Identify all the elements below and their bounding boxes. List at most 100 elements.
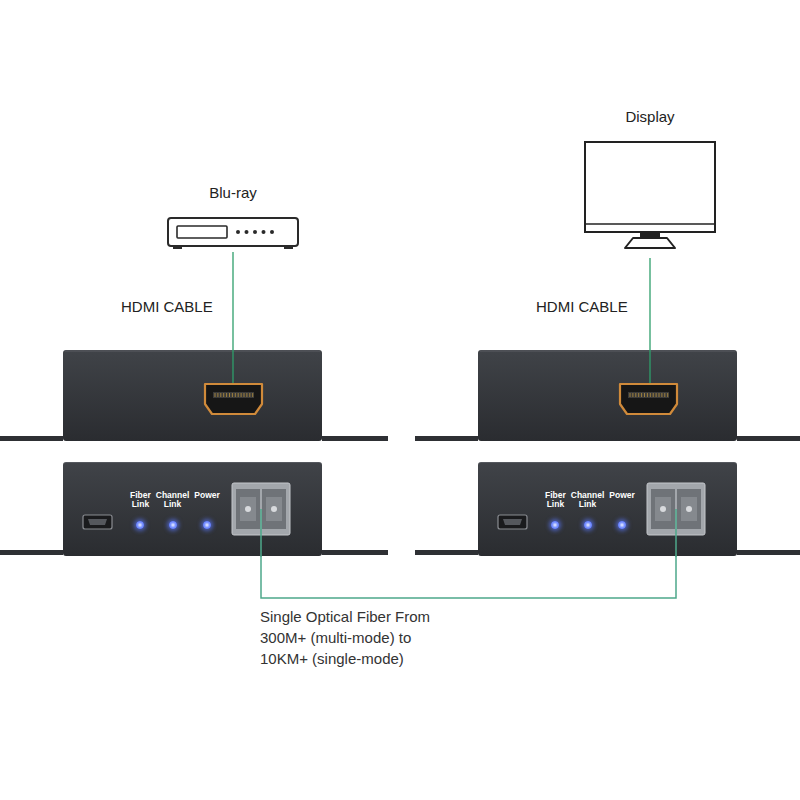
button-dot	[270, 230, 274, 234]
sc-ferrule-housing	[240, 497, 256, 521]
hdmi-pin	[661, 393, 662, 397]
hdmi-pin	[252, 393, 253, 397]
indicator-led	[618, 521, 626, 529]
micro-usb-tongue	[88, 519, 107, 525]
mounting-flange	[0, 550, 63, 555]
hdmi-pin	[647, 393, 648, 397]
hdmi-pin	[638, 393, 639, 397]
display-monitor: Display	[580, 108, 720, 254]
hdmi-port-pins	[213, 392, 254, 398]
device-label: Blu-ray	[160, 184, 306, 202]
indicator: Power	[194, 491, 220, 529]
indicator-label: Power	[609, 491, 635, 500]
indicator: Fiber Link	[545, 491, 566, 529]
hdmi-pin	[641, 393, 642, 397]
hdmi-port	[205, 384, 262, 414]
bezel-line	[585, 223, 715, 225]
hdmi-pin	[235, 393, 236, 397]
hdmi-pin	[244, 393, 245, 397]
hdmi-pin	[659, 393, 660, 397]
sc-ferrule-housing	[681, 497, 697, 521]
panel-details	[478, 463, 737, 557]
button-dot	[262, 230, 266, 234]
sc-socket	[677, 489, 701, 529]
sc-ferrule-housing	[266, 497, 282, 521]
indicator-label: Fiber Link	[130, 491, 151, 508]
screen	[585, 142, 715, 232]
indicator: Channel Link	[571, 491, 605, 529]
hdmi-port	[620, 384, 677, 414]
sc-ferrule	[271, 506, 277, 512]
player-foot	[284, 246, 293, 249]
bluray-player: Blu-ray	[160, 184, 306, 254]
indicator-led	[169, 521, 177, 529]
sc-socket	[651, 489, 675, 529]
hdmi-pin	[220, 393, 221, 397]
indicator: Channel Link	[156, 491, 190, 529]
extender-front-panel	[478, 350, 737, 441]
extender-rear-panel: Fiber Link Channel Link Power	[478, 462, 737, 556]
sc-ferrule	[245, 506, 251, 512]
panel-highlight	[480, 351, 735, 352]
hdmi-pin	[650, 393, 651, 397]
bluray-icon	[160, 214, 306, 254]
hdmi-pin	[246, 393, 247, 397]
indicator-group: Fiber Link Channel LinkPower	[130, 491, 220, 529]
button-dot	[253, 230, 257, 234]
disc-slot	[177, 226, 227, 238]
hdmi-pin	[249, 393, 250, 397]
indicator: Power	[609, 491, 635, 529]
hdmi-pin	[229, 393, 230, 397]
hdmi-pin	[630, 393, 631, 397]
panel-details	[63, 463, 322, 557]
panel-highlight	[65, 351, 320, 352]
indicator-led	[203, 521, 211, 529]
sc-ferrule	[686, 506, 692, 512]
micro-usb-port	[498, 515, 527, 529]
mounting-flange	[322, 550, 388, 555]
indicator-group: Fiber Link Channel Link Power	[545, 491, 635, 529]
extender-rear-panel: Fiber Link Channel LinkPower	[63, 462, 322, 556]
hdmi-pin	[238, 393, 239, 397]
hdmi-pin	[632, 393, 633, 397]
player-foot	[173, 246, 182, 249]
hdmi-pin	[241, 393, 242, 397]
mounting-flange	[737, 436, 800, 441]
hdmi-pin	[653, 393, 654, 397]
sc-ferrule	[660, 506, 666, 512]
mounting-flange	[737, 550, 800, 555]
fiber-line-segment	[260, 509, 262, 557]
stand-base	[625, 238, 675, 248]
optical-fiber-line	[261, 556, 676, 598]
hdmi-cable-line	[232, 252, 233, 392]
hdmi-pin	[664, 393, 665, 397]
sc-ferrule-housing	[655, 497, 671, 521]
display-icon	[580, 138, 720, 254]
button-dot	[245, 230, 249, 234]
cable-label: HDMI CABLE	[121, 298, 213, 316]
indicator-led	[551, 521, 559, 529]
device-label: Display	[580, 108, 720, 126]
indicator: Fiber Link	[130, 491, 151, 529]
player-body	[168, 218, 298, 246]
indicator-led	[136, 521, 144, 529]
mounting-flange	[322, 436, 388, 441]
indicator-label: Fiber Link	[545, 491, 566, 508]
sc-socket	[236, 489, 260, 529]
indicator-led	[584, 521, 592, 529]
hdmi-pin	[635, 393, 636, 397]
hdmi-pin	[232, 393, 233, 397]
hdmi-pin	[217, 393, 218, 397]
hdmi-pin	[223, 393, 224, 397]
hdmi-pin	[226, 393, 227, 397]
hdmi-pin	[667, 393, 668, 397]
hdmi-pin	[215, 393, 216, 397]
micro-usb-port	[83, 515, 112, 529]
hdmi-port-pins	[628, 392, 669, 398]
sc-socket	[262, 489, 286, 529]
hdmi-cable-line	[649, 258, 650, 392]
button-dot	[236, 230, 240, 234]
